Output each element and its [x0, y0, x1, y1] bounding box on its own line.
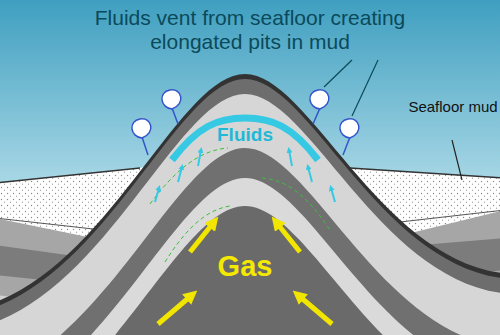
gas-reservoir-layer: [0, 206, 500, 335]
mud-base: [400, 210, 500, 222]
seafloor-mud-label: Seafloor mud: [408, 98, 498, 116]
mud-surface: [350, 168, 500, 178]
fluids-band: [172, 118, 318, 160]
leader-line: [452, 140, 462, 180]
gas-label: Gas: [195, 250, 295, 282]
fluids-label: Fluids: [200, 125, 290, 145]
fluid-arrows: [155, 150, 335, 202]
leader-line: [324, 60, 352, 87]
fluid-vents: [132, 90, 359, 155]
boundary-dash: [150, 148, 228, 204]
boundary-dash: [262, 178, 330, 230]
diagram-title: Fluids vent from seafloor creating elong…: [90, 6, 410, 54]
mud-surface: [0, 168, 140, 183]
leader-line: [352, 60, 378, 116]
gas-arrows: [158, 222, 332, 324]
